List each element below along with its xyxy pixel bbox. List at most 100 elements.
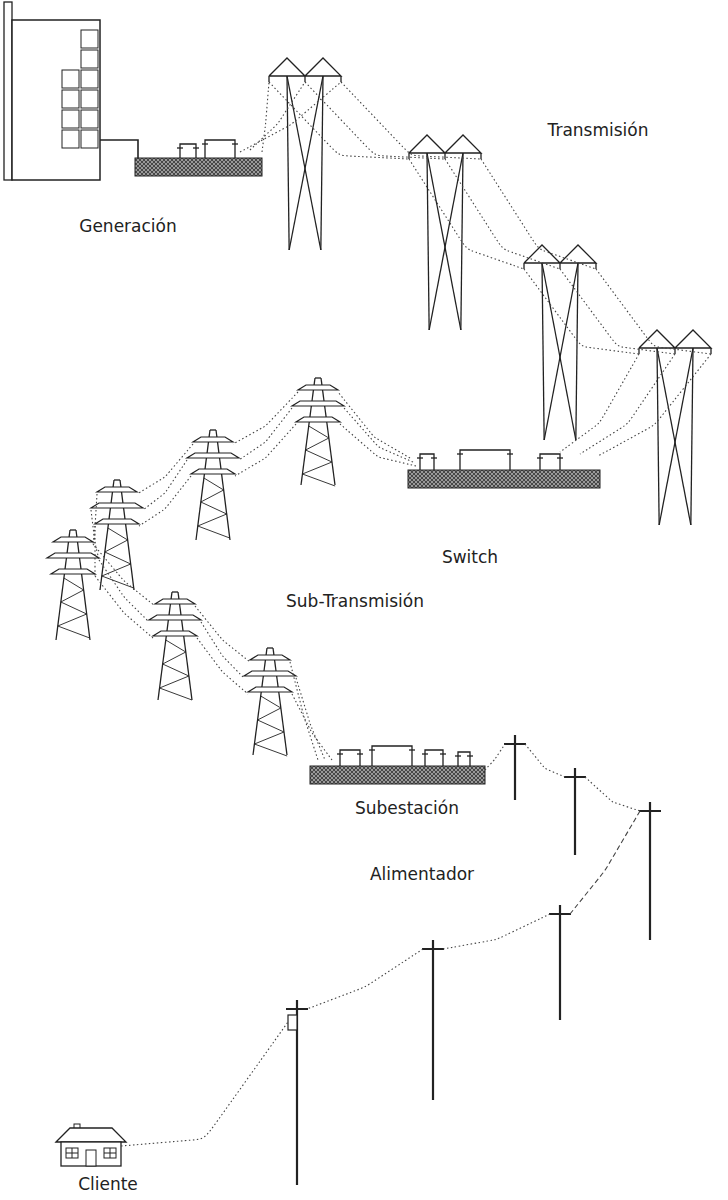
house-body bbox=[61, 1142, 121, 1166]
insulator bbox=[455, 755, 461, 756]
insulator bbox=[409, 749, 415, 750]
tower-leg bbox=[657, 348, 659, 525]
tower-crossarm bbox=[153, 631, 197, 636]
busbar-frame bbox=[340, 750, 360, 766]
insulator bbox=[340, 76, 341, 82]
tower-lacing bbox=[166, 640, 186, 652]
utility-pole bbox=[422, 940, 444, 1100]
conductor-wire bbox=[197, 638, 248, 694]
tower-leg bbox=[427, 153, 461, 330]
insulator bbox=[357, 753, 363, 754]
plant-window bbox=[81, 130, 98, 148]
tower-leg bbox=[178, 592, 192, 700]
generation-substation bbox=[135, 140, 262, 176]
conductor-wire bbox=[560, 354, 639, 452]
tower-crossarm bbox=[296, 417, 340, 422]
insulator bbox=[467, 755, 473, 756]
insulator bbox=[537, 457, 543, 458]
tower-lacing bbox=[302, 474, 335, 486]
substation-base bbox=[408, 470, 600, 488]
plant-window bbox=[81, 90, 98, 108]
pole-crossarm bbox=[422, 948, 444, 950]
window-bar bbox=[66, 1153, 78, 1154]
insulator bbox=[559, 263, 560, 269]
power-plant bbox=[4, 2, 138, 180]
subtransmission-tower bbox=[244, 648, 296, 756]
tower-lacing bbox=[198, 526, 230, 538]
conductor-wire bbox=[307, 949, 423, 1009]
tower-leg bbox=[120, 480, 134, 590]
tower-lacing bbox=[102, 576, 134, 588]
conductor-wire bbox=[94, 526, 95, 576]
busbar-frame bbox=[372, 746, 412, 766]
insulator bbox=[710, 348, 711, 354]
insulator bbox=[232, 143, 238, 144]
conductor-wire bbox=[296, 678, 325, 760]
plant-building bbox=[12, 20, 100, 180]
conductor-wire bbox=[585, 777, 640, 811]
tower-lacing bbox=[258, 720, 284, 732]
tower-peak bbox=[315, 377, 321, 378]
switching-station bbox=[408, 450, 600, 488]
stage-label: Sub-Transmisión bbox=[283, 590, 427, 612]
tower-crossarm bbox=[191, 469, 235, 474]
conductor-wire bbox=[233, 392, 298, 444]
tower-lacing bbox=[61, 590, 84, 602]
insulator bbox=[337, 753, 343, 754]
conductor-wire bbox=[443, 914, 550, 949]
insulator bbox=[268, 76, 269, 82]
insulator bbox=[440, 753, 446, 754]
tower-crossarm bbox=[51, 569, 95, 574]
tower-lacing bbox=[163, 652, 186, 664]
tower-peak bbox=[210, 429, 216, 430]
substation-base bbox=[310, 766, 485, 784]
conductor-wire bbox=[250, 82, 305, 150]
pole-shaft bbox=[559, 905, 561, 1020]
tower-crossarm bbox=[53, 537, 93, 542]
tower-crossarm bbox=[193, 437, 233, 442]
conductor-wire bbox=[338, 392, 410, 458]
tower-lacing bbox=[309, 426, 329, 438]
utility-pole bbox=[286, 1000, 308, 1185]
conductor-wire bbox=[143, 460, 187, 510]
tower-leg bbox=[657, 348, 691, 525]
tower-lacing bbox=[58, 614, 87, 626]
conductor-wire bbox=[560, 269, 675, 354]
insulator bbox=[480, 153, 481, 159]
insulator bbox=[457, 453, 463, 454]
conductor-wire bbox=[93, 494, 97, 544]
pole-shaft bbox=[432, 940, 434, 1100]
tower-lacing bbox=[261, 696, 281, 708]
conductor-wire bbox=[201, 622, 244, 678]
tower-leg bbox=[76, 530, 90, 640]
substation-base bbox=[135, 158, 262, 176]
tower-lacing bbox=[306, 438, 329, 450]
plant-window bbox=[81, 50, 98, 68]
tower-lacing bbox=[163, 664, 189, 676]
insulator bbox=[177, 147, 183, 148]
tower-leg bbox=[576, 263, 578, 440]
tower-crossarm bbox=[155, 599, 195, 604]
tower-lacing bbox=[204, 478, 224, 490]
tower-leg bbox=[253, 648, 267, 755]
tower-crossarm bbox=[91, 503, 143, 508]
tower-crossarm bbox=[47, 553, 99, 558]
pole-shaft bbox=[649, 802, 651, 940]
tower-crossarm bbox=[639, 330, 711, 348]
pole-crossarm bbox=[564, 776, 586, 778]
insulator bbox=[422, 753, 428, 754]
transmission-tower bbox=[269, 58, 341, 250]
tower-crossarm bbox=[244, 671, 296, 676]
conductor-wire bbox=[596, 269, 711, 354]
busbar-frame bbox=[205, 140, 235, 158]
conductor-wire bbox=[524, 269, 639, 354]
conductor-wire bbox=[95, 576, 153, 638]
house-window bbox=[104, 1148, 116, 1158]
tower-leg bbox=[691, 348, 693, 525]
stage-label: Subestación bbox=[352, 797, 462, 819]
tower-peak bbox=[172, 591, 178, 592]
subtransmission-tower bbox=[91, 480, 143, 590]
tower-lacing bbox=[160, 676, 189, 688]
insulator bbox=[444, 153, 445, 159]
conductor-wire bbox=[580, 354, 675, 454]
